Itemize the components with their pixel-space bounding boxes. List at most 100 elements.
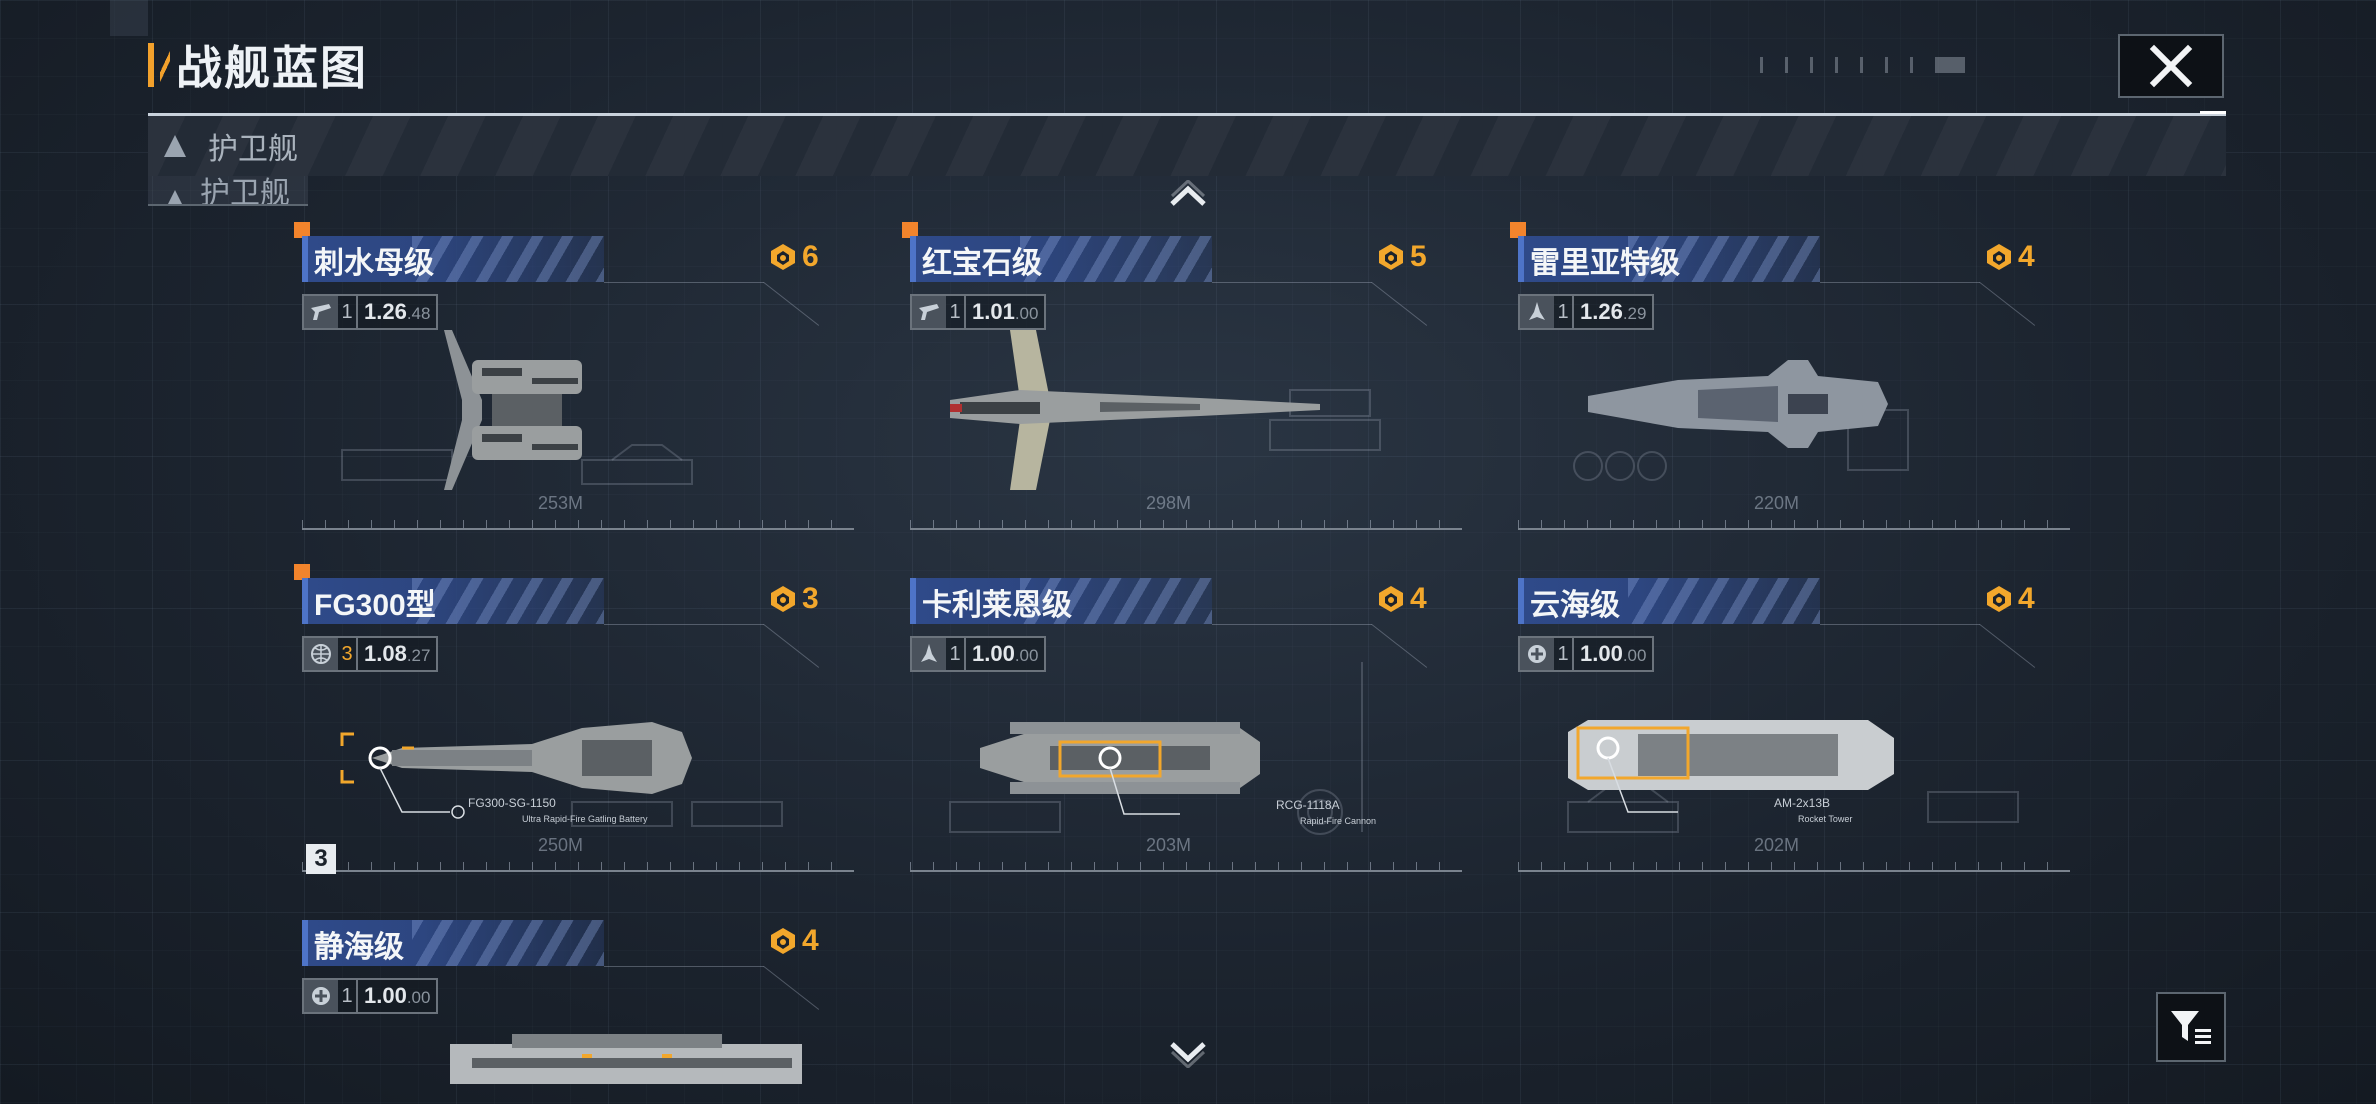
stat-box: 3 1.08.27 <box>302 636 439 672</box>
name-bar-edge <box>302 920 308 966</box>
ship-blueprint-image <box>1573 360 1909 481</box>
cost-value: 4 <box>2018 240 2035 273</box>
ship-blueprint-image <box>950 330 1381 490</box>
ship-level: 1 <box>946 638 966 670</box>
ship-card[interactable]: 红宝石级 5 1 1.01.00 298M <box>902 222 1466 530</box>
name-bar-edge <box>1518 236 1524 282</box>
ship-card[interactable]: 静海级 4 1 1.00.00 <box>302 914 858 1084</box>
category-label: 护卫舰 <box>208 133 298 166</box>
scale-ruler <box>910 514 1462 530</box>
command-point-icon <box>1379 586 1403 612</box>
command-point-icon <box>771 928 795 954</box>
filter-icon <box>2171 1011 2211 1044</box>
ship-blueprint-image <box>949 662 1363 835</box>
close-icon <box>2149 44 2193 88</box>
name-bar <box>1518 578 1820 624</box>
cost-display: 5 <box>1376 240 1427 274</box>
name-bar-edge <box>1518 578 1524 624</box>
scale-ruler <box>1518 856 2070 872</box>
name-bar <box>302 578 604 624</box>
ship-blueprint-image <box>1567 720 2019 833</box>
close-button[interactable] <box>2118 34 2224 98</box>
weapon-tag: AM-2x13B <box>1774 796 1830 810</box>
name-bar <box>910 236 1212 282</box>
leader-line <box>604 624 764 625</box>
name-bar-edge <box>302 236 308 282</box>
category-ghost-tab: 护卫舰 <box>148 176 308 206</box>
ship-card[interactable]: FG300型 3 3 1.08.27 FG300-SG-1150 Ultra R… <box>294 564 858 872</box>
ship-name: 红宝石级 <box>922 247 1042 280</box>
new-marker <box>902 222 918 238</box>
support-icon <box>304 980 338 1012</box>
stat-main: 1.00 <box>972 641 1015 666</box>
triangle-up-icon <box>164 190 186 204</box>
name-bar <box>302 236 604 282</box>
ship-name: 云海级 <box>1530 589 1620 622</box>
cost-display: 3 <box>768 582 819 616</box>
scale-ruler <box>302 514 854 530</box>
leader-line <box>1212 282 1372 283</box>
stat-box: 1 1.26.48 <box>302 294 439 330</box>
ship-card[interactable]: 刺水母级 6 1 1.26.48 253M <box>294 222 858 530</box>
stat-sub: .00 <box>406 988 431 1007</box>
stat-box: 1 1.00.00 <box>302 978 439 1014</box>
category-dropdown[interactable]: 护卫舰 <box>148 116 2226 176</box>
cost-value: 4 <box>802 924 819 957</box>
cost-display: 4 <box>768 924 819 958</box>
weapon-subtitle: Ultra Rapid-Fire Gatling Battery <box>522 814 648 824</box>
ship-card[interactable]: 云海级 4 1 1.00.00 AM-2x13B Rocket Tower 20… <box>1518 572 2074 872</box>
stat-value: 1.00.00 <box>966 638 1044 670</box>
page-title: 战舰蓝图 <box>176 42 368 94</box>
stat-sub: .00 <box>1014 646 1039 665</box>
ship-name: FG300型 <box>314 589 436 622</box>
stat-value: 1.26.29 <box>1574 296 1652 328</box>
leader-line <box>604 282 764 283</box>
scale-ruler <box>302 856 854 872</box>
stat-value: 1.01.00 <box>966 296 1044 328</box>
leader-line <box>1820 624 1980 625</box>
scroll-down-chevron-icon[interactable] <box>1168 1038 1208 1068</box>
scroll-up-chevron-icon[interactable] <box>1168 180 1208 210</box>
ship-name: 卡利莱恩级 <box>922 589 1072 622</box>
stat-box: 1 1.26.29 <box>1518 294 1655 330</box>
stat-main: 1.00 <box>1580 641 1623 666</box>
ship-blueprint-image <box>340 722 783 827</box>
leader-line <box>763 966 820 1010</box>
filter-button[interactable] <box>2156 992 2226 1062</box>
name-bar-edge <box>910 236 916 282</box>
new-marker <box>294 564 310 580</box>
name-bar-edge <box>910 578 916 624</box>
stat-value: 1.08.27 <box>358 638 436 670</box>
weapon-tag: RCG-1118A <box>1276 798 1340 812</box>
stat-main: 1.00 <box>364 983 407 1008</box>
stat-sub: .00 <box>1622 646 1647 665</box>
ship-level: 1 <box>946 296 966 328</box>
ship-card[interactable]: 卡利莱恩级 4 1 1.00.00 RCG-1118A Rapid-Fire C… <box>910 572 1466 872</box>
fighter-icon <box>1520 296 1554 328</box>
weapon-name: AM-2x13B <box>1774 796 1831 810</box>
ship-length: 202M <box>1754 835 1800 855</box>
cost-value: 3 <box>802 582 819 615</box>
triangle-up-icon <box>164 135 186 157</box>
stat-sub: .00 <box>1014 304 1039 323</box>
ship-length: 250M <box>538 835 584 855</box>
ship-name: 雷里亚特级 <box>1530 247 1680 280</box>
stat-main: 1.26 <box>364 299 407 324</box>
frigate-icon <box>304 296 338 328</box>
header-divider-accent <box>2200 111 2226 114</box>
count-badge: 3 <box>306 844 336 874</box>
weapon-name: FG300-SG-1150 <box>468 796 556 810</box>
header-tick-decoration <box>1760 57 1965 73</box>
stat-sub: .48 <box>406 304 431 323</box>
ship-level: 1 <box>338 296 358 328</box>
command-point-icon <box>1987 244 2011 270</box>
title-slash <box>160 43 170 87</box>
cost-display: 4 <box>1984 582 2035 616</box>
stat-box: 1 1.01.00 <box>910 294 1047 330</box>
ship-card[interactable]: 雷里亚特级 4 1 1.26.29 220M <box>1510 222 2074 530</box>
frigate-icon <box>912 296 946 328</box>
ship-length: 253M <box>538 493 584 513</box>
ship-level: 1 <box>1554 296 1574 328</box>
stat-sub: .27 <box>406 646 431 665</box>
category-ghost-label: 护卫舰 <box>200 177 290 206</box>
